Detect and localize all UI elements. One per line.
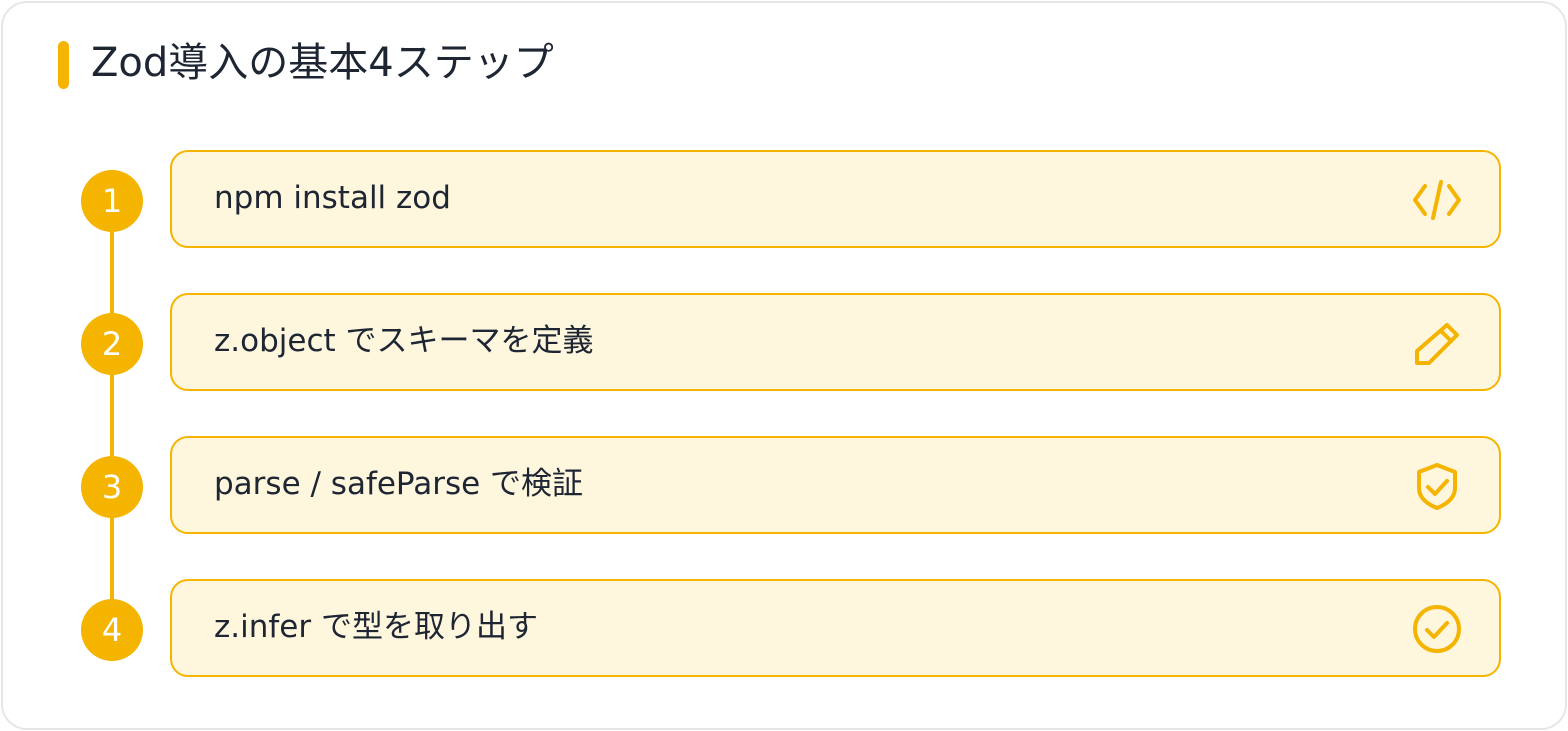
shield-check-icon: [1411, 460, 1463, 512]
step-number-badge: 4: [81, 599, 143, 661]
timeline-line: [110, 201, 114, 631]
page-title: Zod導入の基本4ステップ: [91, 40, 554, 86]
title-accent-bar: [58, 41, 69, 89]
step-item: npm install zod: [170, 150, 1501, 248]
step-number-badge: 2: [81, 313, 143, 375]
pencil-icon: [1411, 317, 1463, 369]
step-item: z.object でスキーマを定義: [170, 293, 1501, 391]
step-label: parse / safeParse で検証: [214, 466, 584, 502]
code-icon: [1411, 174, 1463, 226]
step-label: npm install zod: [214, 180, 451, 216]
step-label: z.infer で型を取り出す: [214, 609, 538, 645]
step-item: z.infer で型を取り出す: [170, 579, 1501, 677]
check-circle-icon: [1411, 603, 1463, 655]
step-item: parse / safeParse で検証: [170, 436, 1501, 534]
step-label: z.object でスキーマを定義: [214, 323, 594, 359]
step-number-badge: 1: [81, 170, 143, 232]
step-number-badge: 3: [81, 456, 143, 518]
